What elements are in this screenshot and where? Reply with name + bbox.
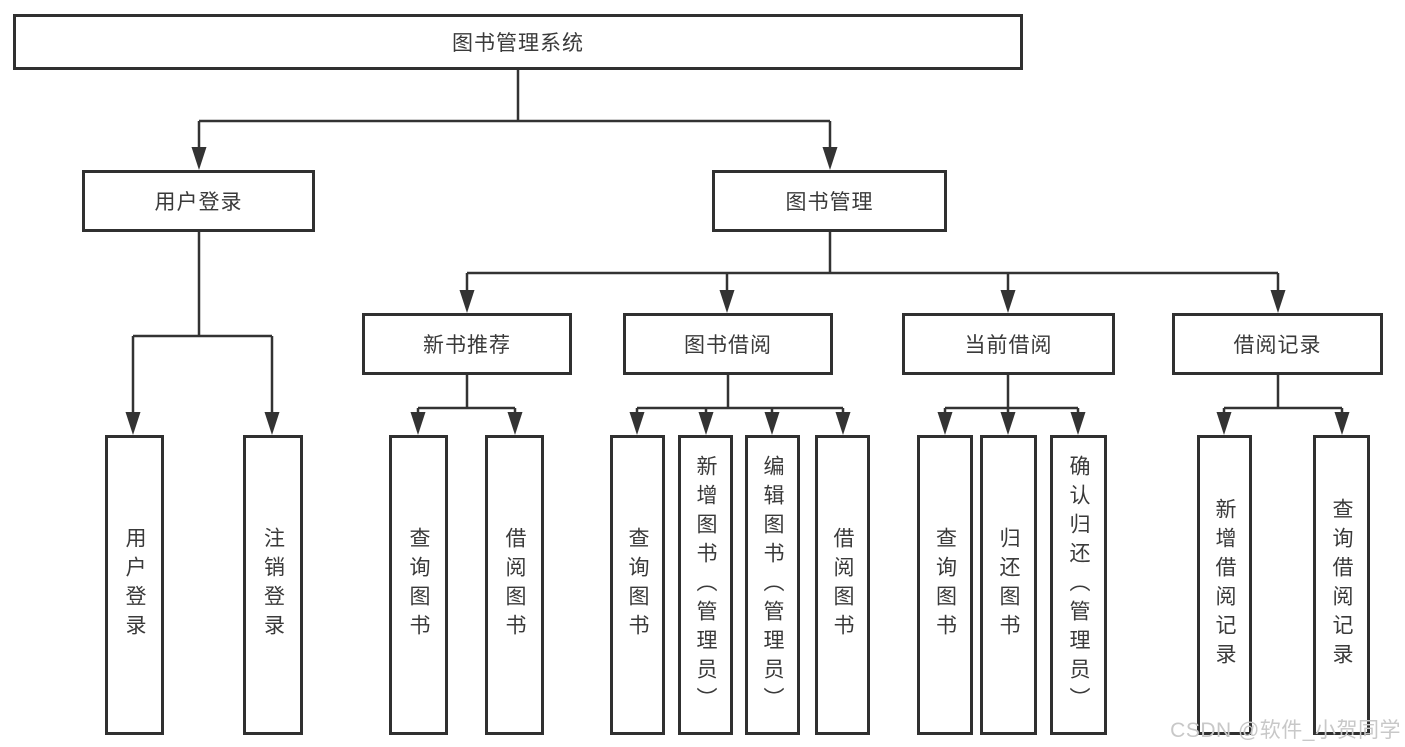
node-label: 新增图书（管理员）	[694, 454, 717, 716]
node-book-borrowing: 图书借阅	[623, 313, 833, 375]
node-label: 查询借阅记录	[1330, 498, 1353, 672]
node-label: 确认归还（管理员）	[1067, 454, 1090, 716]
node-label: 图书借阅	[684, 334, 772, 357]
leaf-edit-books-admin: 编辑图书（管理员）	[745, 435, 800, 735]
leaf-borrow-books-recommend: 借阅图书	[485, 435, 544, 735]
node-label: 归还图书	[997, 527, 1020, 643]
node-library-system: 图书管理系统	[13, 14, 1023, 70]
node-label: 查询图书	[626, 527, 649, 643]
node-label: 注销登录	[261, 527, 285, 643]
leaf-add-books-admin: 新增图书（管理员）	[678, 435, 733, 735]
node-label: 用户登录	[123, 527, 146, 643]
node-book-management: 图书管理	[712, 170, 947, 232]
node-label: 新增借阅记录	[1213, 498, 1236, 672]
node-current-borrowing: 当前借阅	[902, 313, 1115, 375]
node-label: 借阅图书	[503, 527, 526, 643]
arrowheads	[125, 147, 1350, 435]
leaf-logout: 注销登录	[243, 435, 303, 735]
node-label: 借阅记录	[1233, 334, 1322, 357]
leaf-borrow-books-borrowing: 借阅图书	[815, 435, 870, 735]
node-label: 编辑图书（管理员）	[761, 454, 784, 716]
node-label: 图书管理	[785, 191, 874, 214]
node-label: 查询图书	[407, 527, 430, 643]
node-label: 用户登录	[154, 191, 243, 214]
node-label: 新书推荐	[423, 334, 511, 357]
leaf-query-books-borrowing: 查询图书	[610, 435, 665, 735]
leaf-user-login: 用户登录	[105, 435, 164, 735]
node-label: 借阅图书	[831, 527, 854, 643]
leaf-confirm-return-admin: 确认归还（管理员）	[1050, 435, 1107, 735]
leaf-return-books: 归还图书	[980, 435, 1037, 735]
node-label: 查询图书	[933, 527, 957, 643]
leaf-add-borrow-record: 新增借阅记录	[1197, 435, 1252, 735]
csdn-watermark: CSDN @软件_小贺同学	[1170, 719, 1401, 742]
node-label: 当前借阅	[964, 334, 1053, 357]
leaf-query-borrow-record: 查询借阅记录	[1313, 435, 1370, 735]
node-label: 图书管理系统	[452, 32, 584, 55]
leaf-query-books-current: 查询图书	[917, 435, 973, 735]
node-user-login: 用户登录	[82, 170, 315, 232]
node-borrowing-records: 借阅记录	[1172, 313, 1383, 375]
leaf-query-books-recommend: 查询图书	[389, 435, 448, 735]
connector-segments	[131, 70, 1344, 414]
node-new-book-recommend: 新书推荐	[362, 313, 572, 375]
